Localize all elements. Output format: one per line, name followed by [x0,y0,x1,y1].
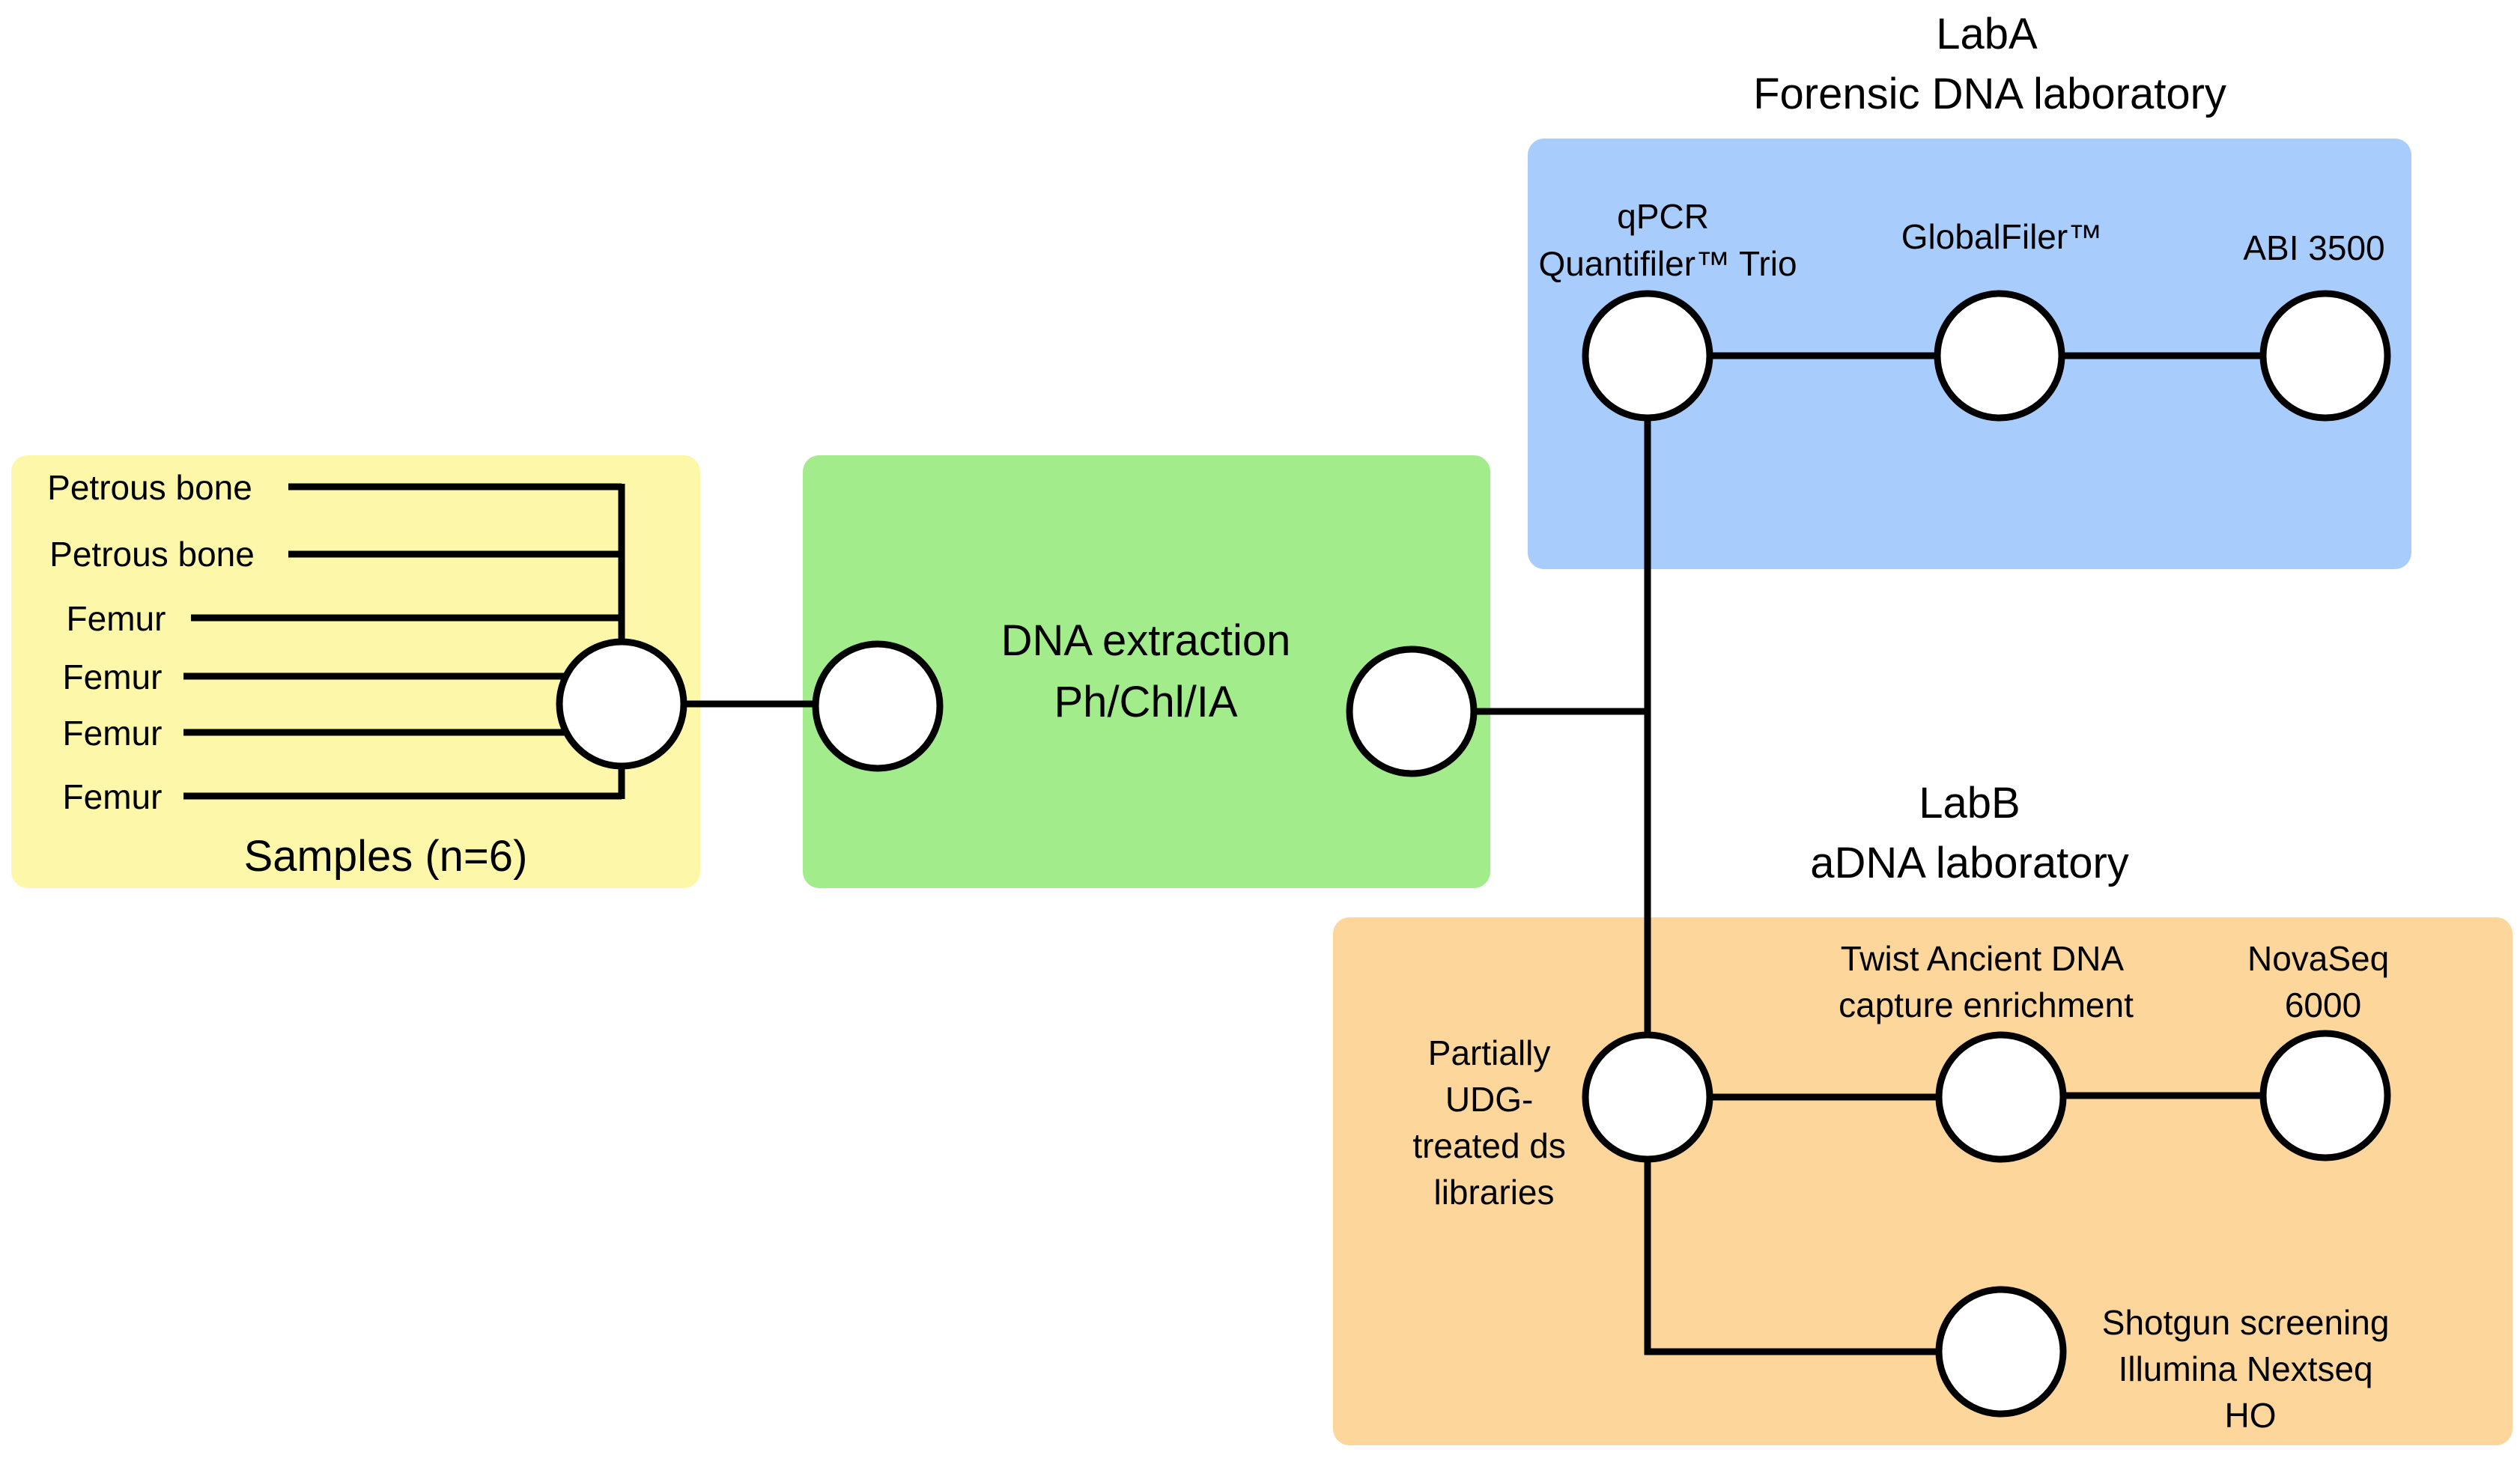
sample-label: Femur [63,714,163,753]
samples-node [556,638,687,770]
extraction-label-line1: DNA extraction [1001,616,1291,665]
novaseq-node [2259,1030,2391,1161]
samples-caption: Samples (n=6) [244,832,528,881]
twist-capture-node [1935,1031,2067,1163]
extraction-output-node [1346,646,1478,777]
samples-panel [11,455,700,888]
globalfiler-node [1934,290,2065,422]
sample-label: Femur [63,777,163,816]
globalfiler-label: GlobalFiler™ [1901,217,2102,256]
extraction-input-node [812,640,944,772]
libraries-label: Partially UDG- treated ds libraries [1412,1033,1575,1212]
abi-3500-node [2259,290,2391,422]
shotgun-label: Shotgun screening Illumina Nextseq HO [2102,1303,2399,1435]
sample-label: Petrous bone [47,468,252,507]
libraries-node [1582,1031,1713,1163]
twist-capture-label: Twist Ancient DNA capture enrichment [1839,939,2134,1024]
qpcr-node [1582,290,1713,422]
sample-label: Femur [67,599,166,638]
sample-label: Petrous bone [49,535,255,574]
novaseq-label: NovaSeq 6000 [2247,939,2399,1024]
extraction-panel [803,455,1490,888]
lab-a-title: LabA [1936,10,2038,58]
lab-b-title: LabB [1919,779,2020,827]
abi-3500-label: ABI 3500 [2243,228,2384,267]
qpcr-label: qPCR Quantifiler™ Trio [1538,197,1797,283]
lab-a-subtitle: Forensic DNA laboratory [1753,70,2226,118]
extraction-label-line2: Ph/Chl/IA [1054,678,1238,726]
shotgun-node [1935,1286,2067,1418]
libraries-to-shotgun-connector [1644,1097,2001,1355]
lab-b-subtitle: aDNA laboratory [1810,839,2129,887]
sample-label: Femur [63,657,163,696]
